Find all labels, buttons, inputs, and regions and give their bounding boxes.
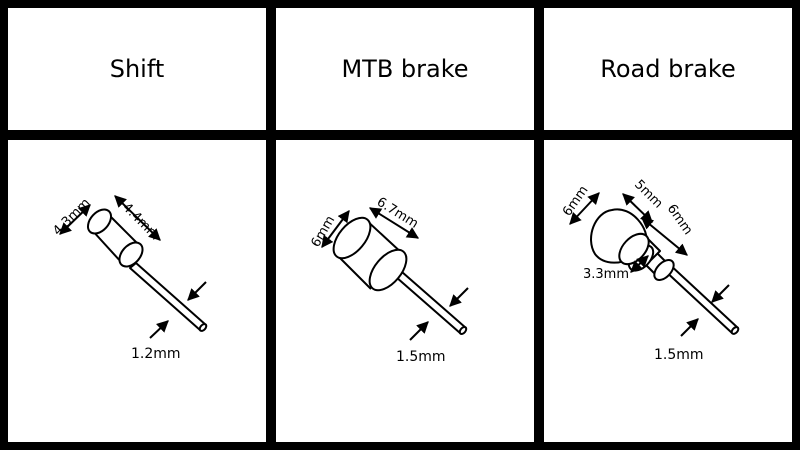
shift-title: Shift	[109, 55, 165, 83]
mtb-brake-wire-label: 1.5mm	[396, 349, 446, 365]
panel-shift	[8, 140, 266, 442]
road-brake-step-diameter-label: 6mm	[664, 202, 696, 238]
shift-wire-label: 1.2mm	[131, 346, 181, 362]
mtb-brake-title: MTB brake	[341, 55, 469, 83]
road-brake-wire-label: 1.5mm	[654, 347, 704, 363]
road-brake-title: Road brake	[600, 55, 736, 83]
road-brake-dimension-arrows	[569, 192, 730, 337]
panel-road-brake	[544, 140, 792, 442]
mtb-brake-dimension-arrows	[321, 207, 469, 341]
header-mtb-brake: MTB brake	[276, 8, 534, 130]
road-brake-small-diameter-label: 3.3mm	[583, 267, 629, 282]
shift-dimension-arrows	[59, 195, 207, 339]
road-brake-diameter-label: 6mm	[560, 183, 592, 219]
header-road-brake: Road brake	[544, 8, 792, 130]
mtb-brake-cable-end	[332, 216, 468, 335]
shift-diameter-label: 4.3mm	[50, 196, 93, 239]
panel-mtb-brake	[276, 140, 534, 442]
header-shift: Shift	[8, 8, 266, 130]
